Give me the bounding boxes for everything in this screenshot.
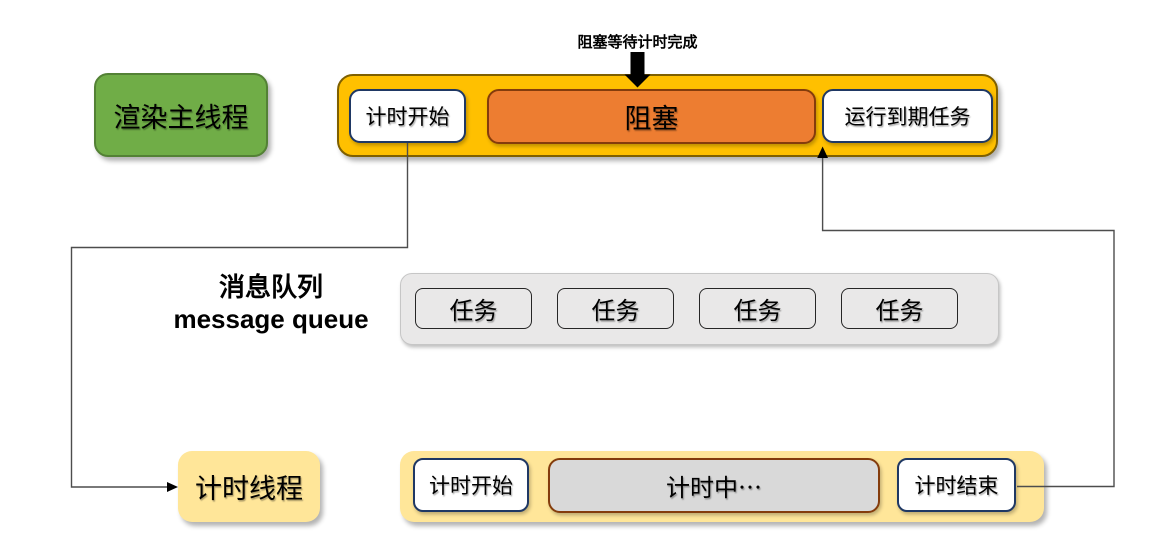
task-node-4: 任务 <box>841 288 958 329</box>
block-node: 阻塞 <box>487 89 816 144</box>
arrowhead-into-timer-thread <box>167 482 178 492</box>
timer-end-node: 计时结束 <box>897 458 1016 512</box>
message-queue-label-en: message queue <box>173 304 369 334</box>
run-due-tasks-node: 运行到期任务 <box>822 89 993 143</box>
render-main-thread-node: 渲染主线程 <box>94 73 268 157</box>
timer-start-bottom-node: 计时开始 <box>413 458 529 512</box>
timer-thread-node: 计时线程 <box>178 451 320 522</box>
message-queue-label-zh: 消息队列 <box>218 272 323 302</box>
task-node-2: 任务 <box>557 288 674 329</box>
task-node-1: 任务 <box>415 288 532 329</box>
timing-node: 计时中⋯ <box>548 458 880 513</box>
message-queue-label: 消息队列 message queue <box>121 271 421 336</box>
task-node-3: 任务 <box>699 288 816 329</box>
timer-start-top-node: 计时开始 <box>349 89 466 143</box>
block-annotation-label: 阻塞等待计时完成 <box>577 34 698 51</box>
